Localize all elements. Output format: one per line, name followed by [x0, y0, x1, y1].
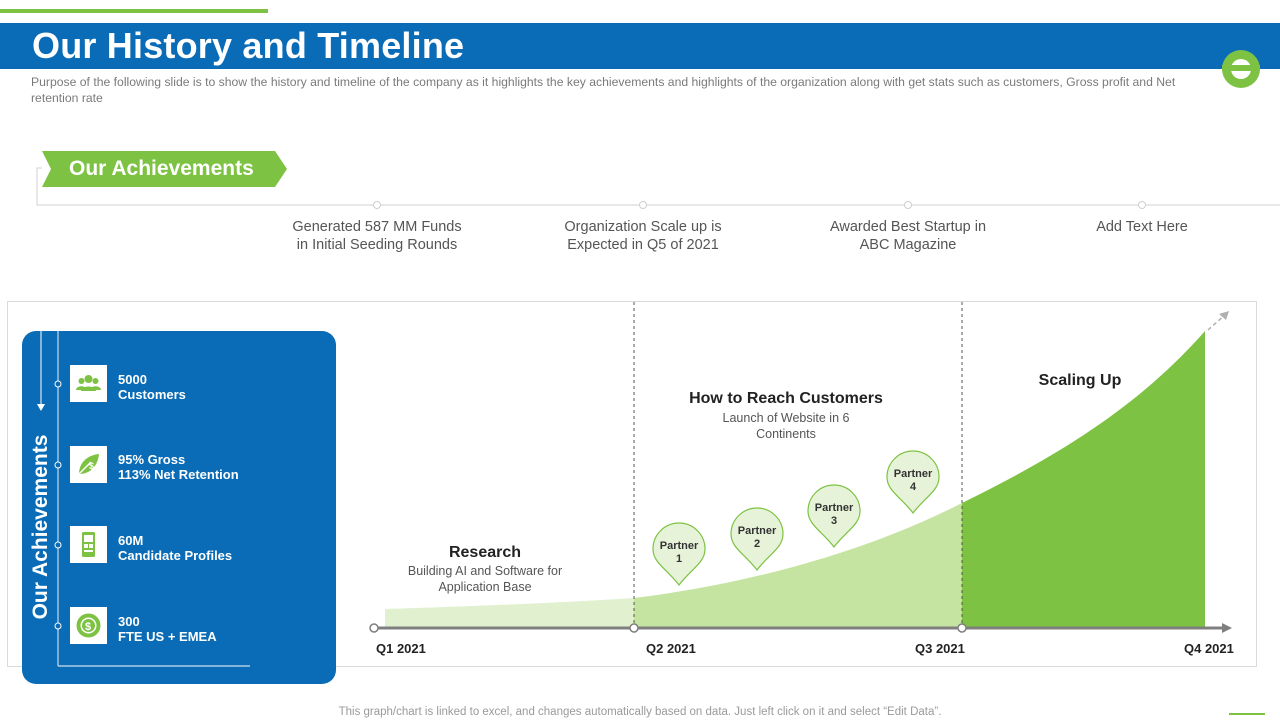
profile-card-icon — [70, 526, 107, 563]
leaf-dollar-icon: $ — [70, 446, 107, 483]
page-title: Our History and Timeline — [32, 25, 465, 66]
bottom-accent-line — [1229, 713, 1265, 715]
footnote: This graph/chart is linked to excel, and… — [338, 706, 942, 718]
timeline-frame — [7, 301, 1257, 667]
stats-connector — [37, 318, 250, 667]
title-bar — [0, 23, 1280, 69]
growth-area-scaling — [962, 331, 1205, 628]
phase-research-title: Research — [448, 544, 522, 561]
growth-area-reach — [634, 503, 962, 628]
milestone-4: Add Text Here — [1096, 219, 1188, 235]
svg-text:$: $ — [89, 461, 94, 471]
quarter-label-q3: Q3 2021 — [915, 641, 965, 656]
dollar-gear-icon: $ — [70, 607, 107, 644]
growth-area-research — [385, 598, 634, 628]
phase-reach-title: How to Reach Customers — [689, 390, 883, 407]
top-accent-line — [0, 9, 268, 13]
quarter-label-q2: Q2 2021 — [646, 641, 696, 656]
achievements-banner: Our Achievements — [42, 151, 287, 187]
phase-scaling-title: Scaling Up — [1038, 372, 1122, 389]
milestone-connector — [36, 167, 1280, 209]
ring-logo-icon — [1222, 50, 1260, 88]
quarter-label-q1: Q1 2021 — [376, 641, 426, 656]
page-subtitle: Purpose of the following slide is to sho… — [31, 75, 1176, 105]
svg-text:$: $ — [85, 621, 91, 633]
quarter-label-q4: Q4 2021 — [1184, 641, 1234, 656]
customers-icon — [70, 365, 107, 402]
achievements-banner-label: Our Achievements — [69, 157, 254, 180]
